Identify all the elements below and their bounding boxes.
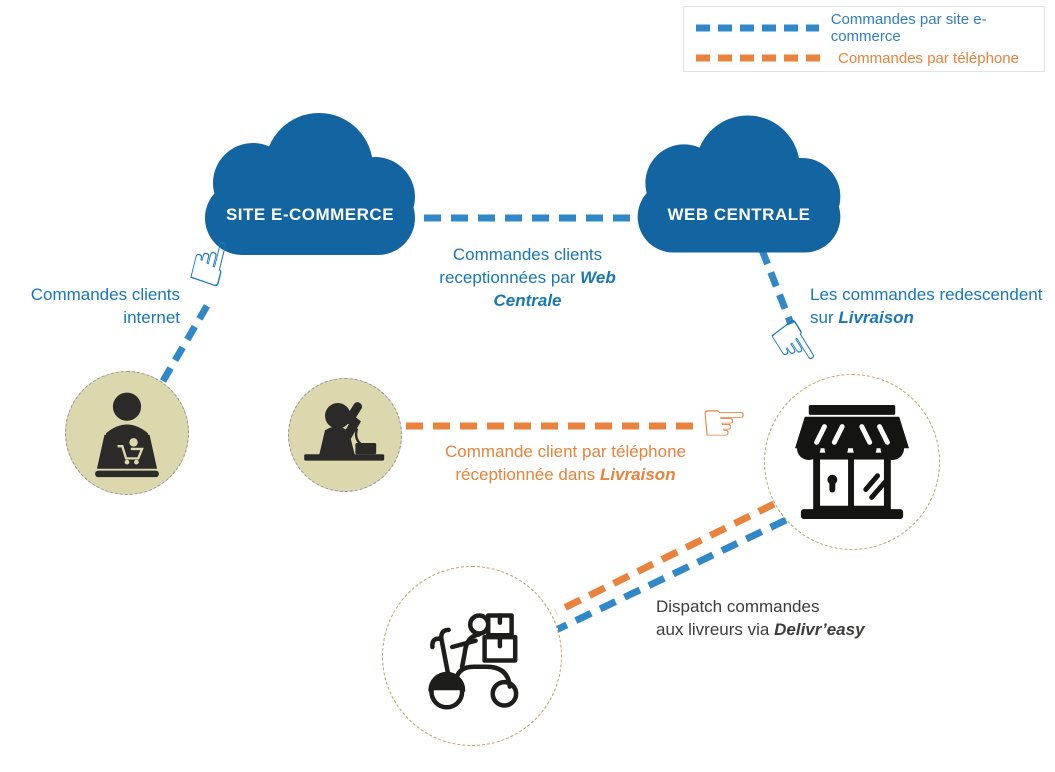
- annotation-line: Commandes clients: [452, 245, 603, 264]
- annotation-emphasis: Livraison: [838, 307, 914, 327]
- legend-label-phone: Commandes par téléphone: [838, 49, 1019, 67]
- person-phone-icon: [304, 402, 385, 461]
- annotation-line: sur: [810, 307, 839, 327]
- node-customer-internet: [65, 371, 189, 495]
- person-laptop-icon: [95, 392, 159, 478]
- annotation-phone-order: Commande client par téléphone réceptionn…: [428, 441, 703, 487]
- edge-customer-to-site: [159, 297, 215, 383]
- annotation-line: Commande client par téléphone: [445, 442, 686, 461]
- cloud-icon: [205, 113, 415, 255]
- annotation-line: Les commandes redescendent: [810, 285, 1043, 304]
- edge-store-to-courier-orange: [554, 500, 776, 616]
- annotation-emphasis: Delivr’easy: [774, 619, 865, 639]
- annotation-line: réceptionnée dans: [455, 464, 600, 484]
- storefront-icon: [795, 405, 909, 519]
- web-centrale-label: WEB CENTRALE: [667, 205, 811, 224]
- annotation-emphasis: Livraison: [600, 464, 676, 484]
- blue-dash-icon: [696, 24, 819, 32]
- legend-label-ecommerce: Commandes par site e-commerce: [830, 11, 987, 46]
- annotation-dispatch: Dispatch commandes aux livreurs via Deli…: [656, 596, 916, 642]
- cloud-icon: [637, 115, 841, 253]
- annotation-line: receptionnées par: [439, 267, 581, 287]
- edge-store-to-courier-blue: [552, 516, 788, 635]
- node-web-centrale: WEB CENTRALE: [628, 113, 850, 255]
- node-courier: [382, 566, 562, 746]
- legend-item-phone: Commandes par téléphone: [684, 50, 1044, 67]
- node-store: [764, 374, 940, 550]
- annotation-line: Dispatch commandes: [656, 597, 820, 616]
- site-ecommerce-label: SITE E-COMMERCE: [225, 205, 395, 224]
- node-site-ecommerce: SITE E-COMMERCE: [195, 113, 425, 255]
- annotation-cloud-flow: Commandes clients receptionnées par Web …: [415, 244, 640, 313]
- node-customer-phone: [288, 378, 402, 492]
- legend-item-ecommerce: Commandes par site e-commerce: [684, 11, 1044, 45]
- legend: Commandes par site e-commerce Commandes …: [683, 6, 1045, 72]
- hand-right-icon: ☞: [700, 391, 749, 454]
- annotation-line: aux livreurs via: [656, 619, 775, 639]
- annotation-line: Commandes clients: [30, 285, 180, 304]
- annotation-internet-orders: Commandes clients internet: [20, 284, 180, 330]
- annotation-line: internet: [123, 307, 180, 327]
- delivery-scooter-icon: [428, 613, 519, 710]
- orange-dash-icon: [696, 54, 826, 62]
- annotation-emphasis: Web Centrale: [493, 267, 616, 310]
- annotation-redescend: Les commandes redescendent sur Livraison: [810, 284, 1055, 330]
- edge-centrale-to-store: [758, 248, 795, 326]
